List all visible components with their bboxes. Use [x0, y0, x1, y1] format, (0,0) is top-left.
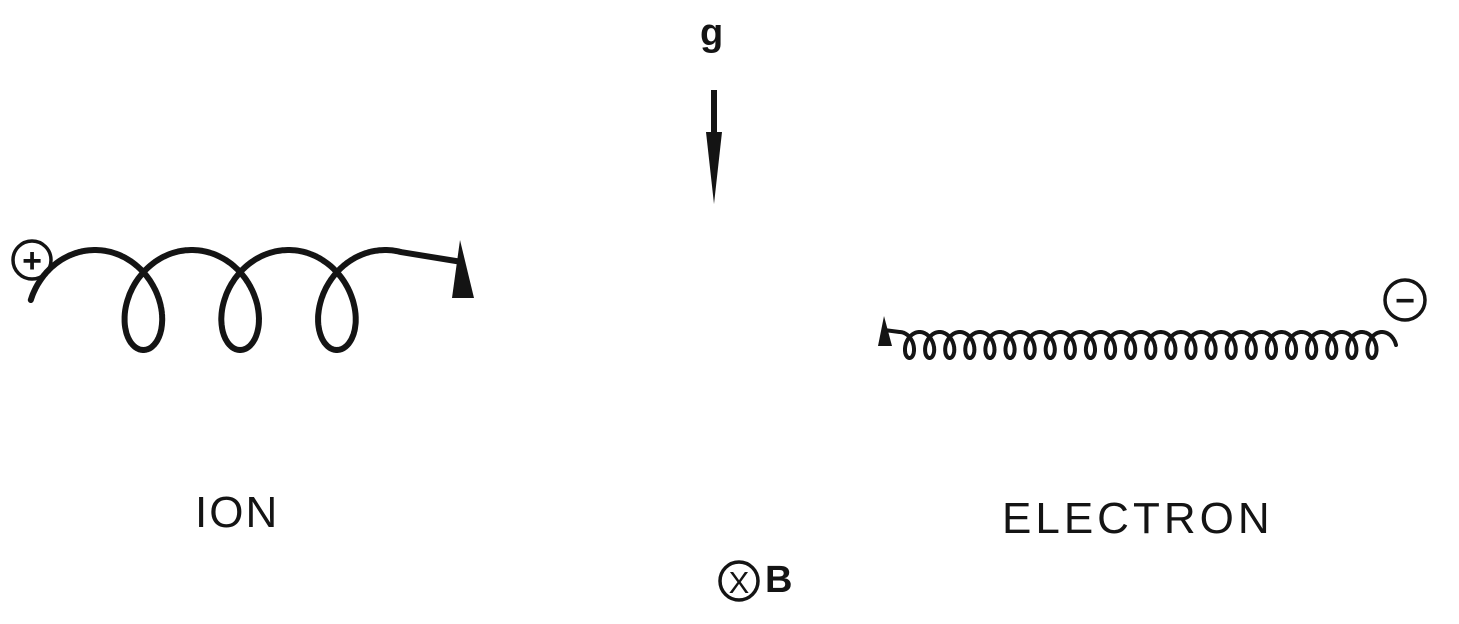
electron-trajectory-arrowhead — [878, 316, 892, 346]
ion-trajectory — [27, 247, 465, 353]
gravity-label: g — [700, 12, 724, 54]
ion-charge-marker: + — [11, 239, 53, 281]
ion-trajectory-arrowhead — [452, 240, 474, 298]
electron-charge-symbol: − — [1395, 282, 1415, 320]
electron-charge-marker: − — [1383, 278, 1427, 322]
gravity-arrow — [706, 90, 722, 204]
electron-trajectory — [882, 328, 1398, 360]
field-direction-symbol: X — [729, 565, 750, 600]
electron-label: ELECTRON — [1002, 494, 1274, 543]
ion-label: ION — [195, 488, 280, 537]
ion-charge-symbol: + — [22, 242, 42, 280]
magnetic-field-label: B — [765, 559, 793, 601]
magnetic-field-marker: X — [718, 560, 760, 602]
